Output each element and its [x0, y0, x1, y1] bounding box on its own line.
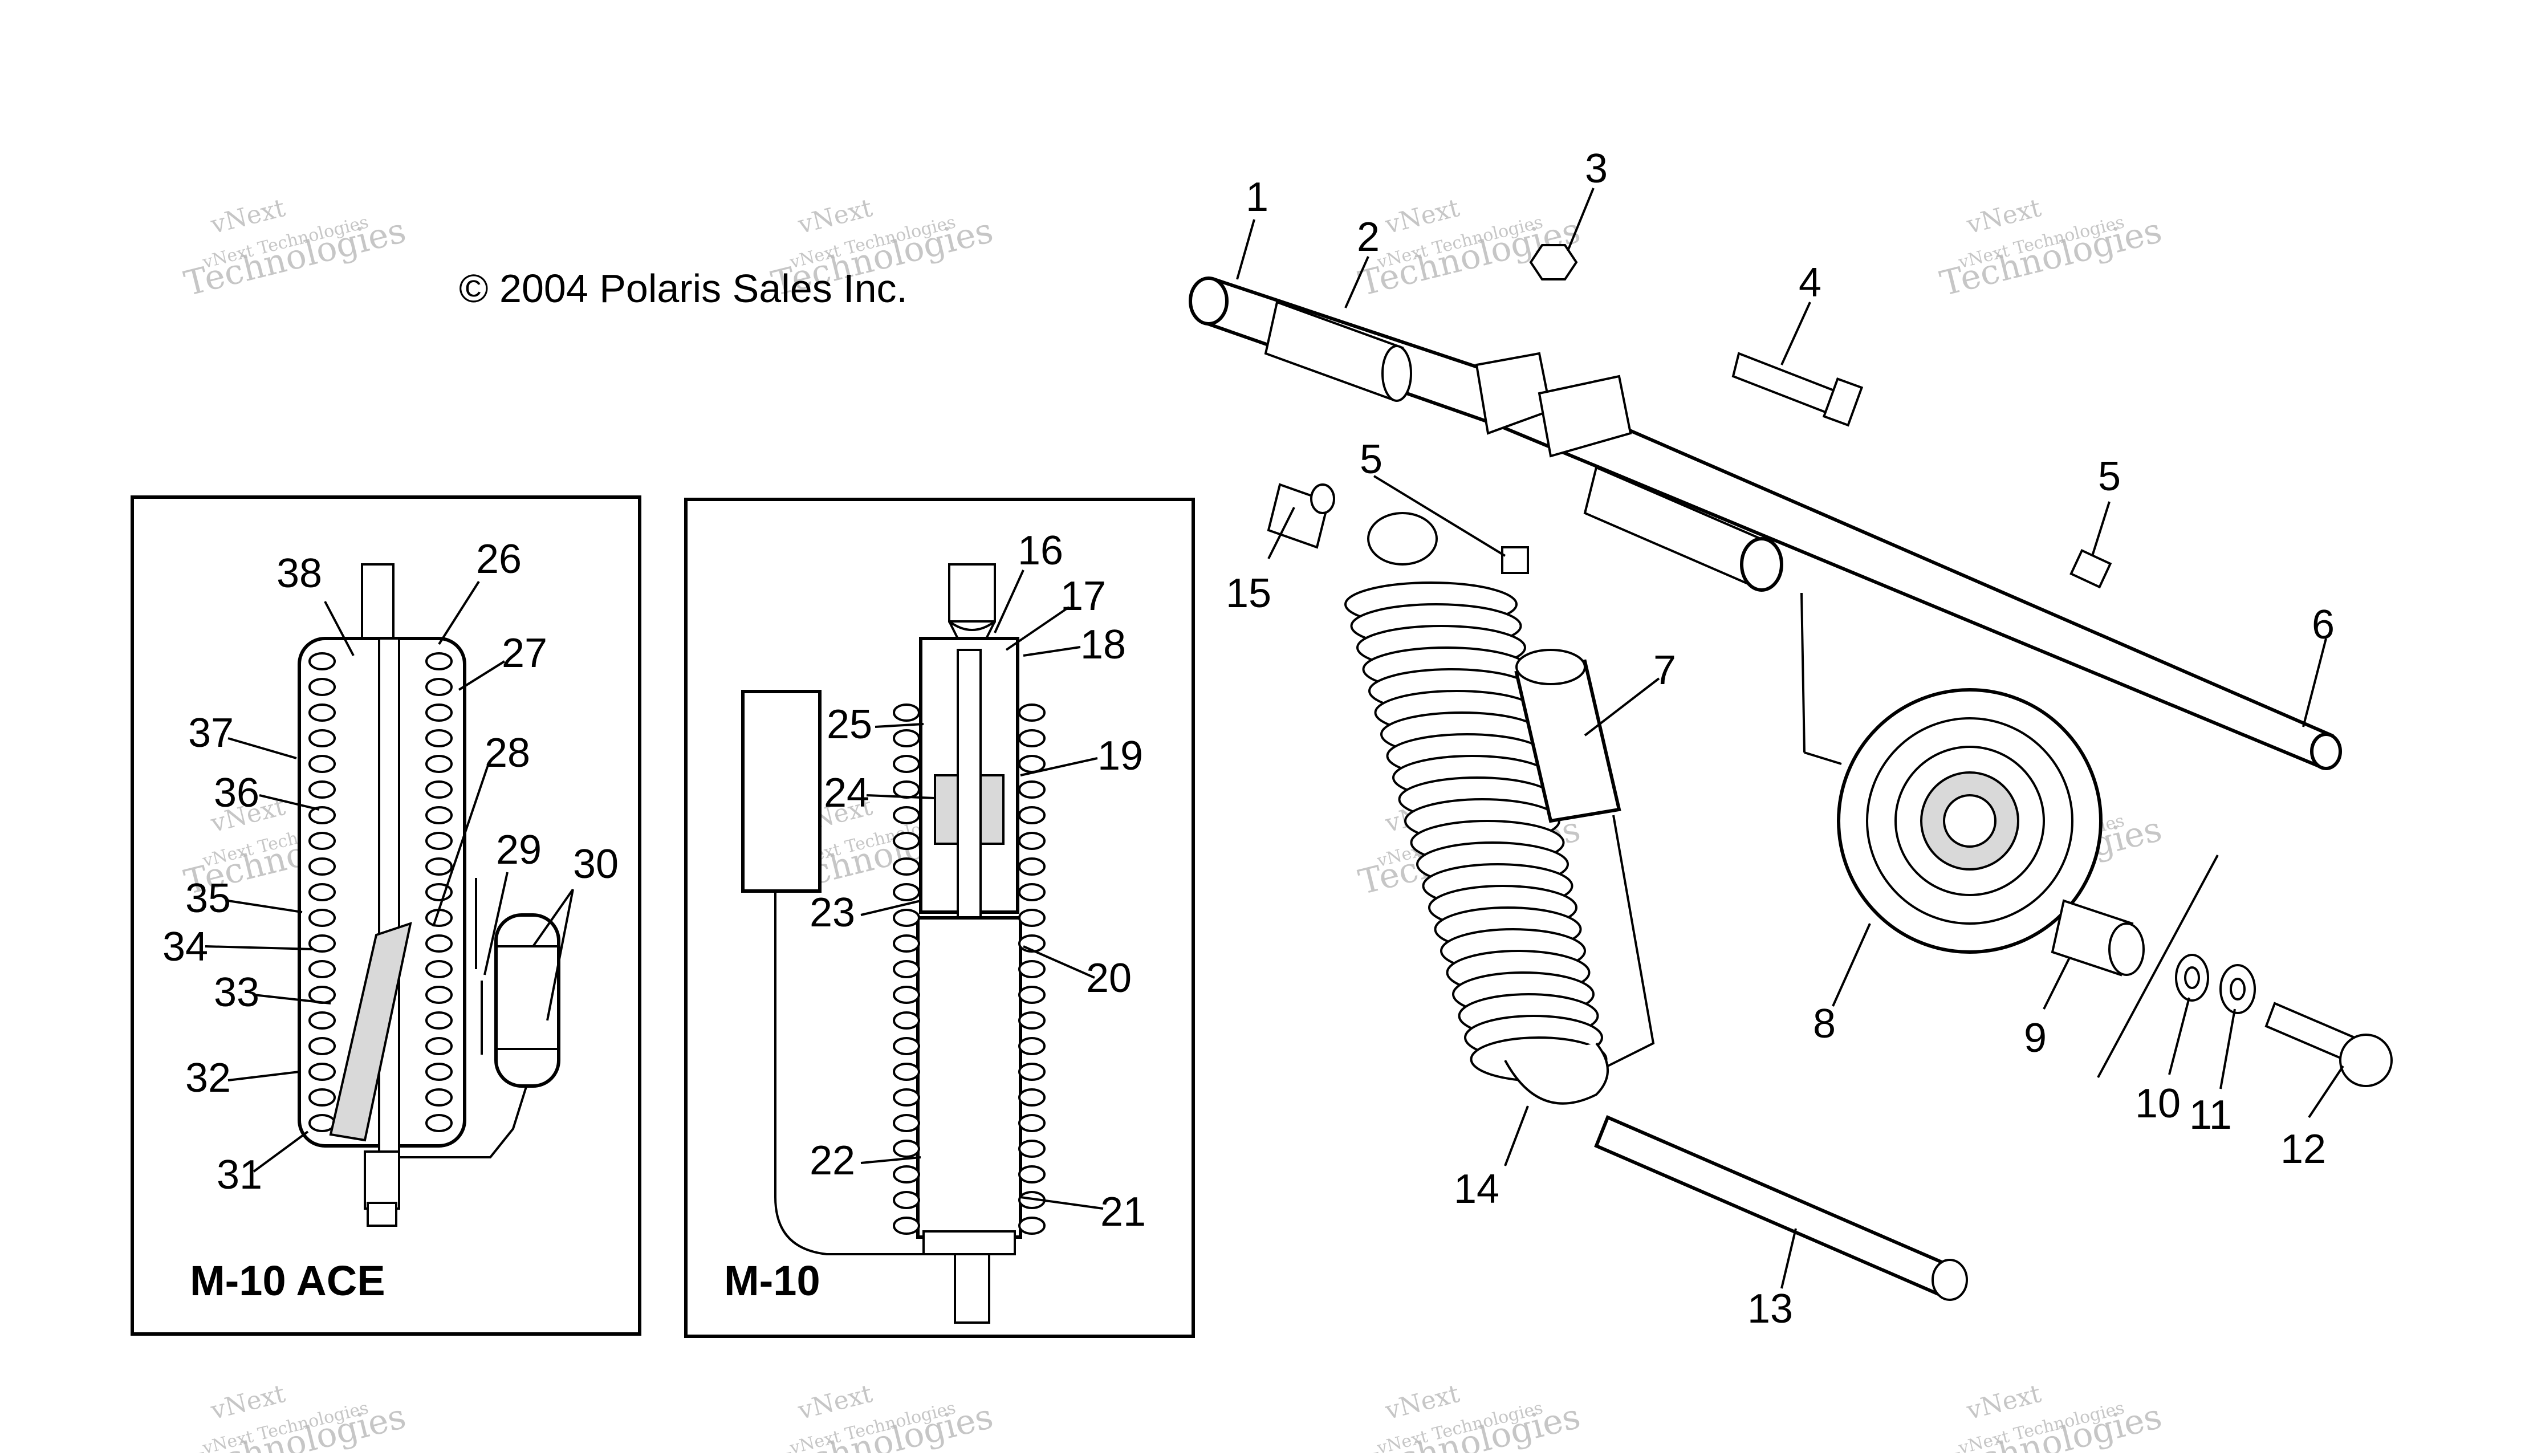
callout-c2: 2: [1357, 214, 1380, 260]
callout-c7: 7: [1653, 648, 1676, 693]
callout-c23: 23: [810, 890, 855, 936]
callout-c4: 4: [1799, 260, 1821, 306]
callout-c26: 26: [476, 536, 522, 582]
callout-c21: 21: [1100, 1189, 1146, 1235]
callout-c32: 32: [185, 1055, 231, 1101]
callout-c15: 15: [1226, 571, 1271, 616]
leader-lines: [205, 188, 2344, 1289]
callout-c3: 3: [1585, 146, 1608, 192]
panel-m10-title: M-10: [724, 1257, 820, 1304]
callout-c29: 29: [496, 827, 542, 873]
main-shock-coils: [1344, 581, 1608, 1082]
callout-c34: 34: [162, 924, 208, 970]
callout-c5b: 5: [2098, 454, 2121, 499]
callout-c20: 20: [1086, 955, 1132, 1001]
panel-m10-ace-frame: [131, 495, 641, 1336]
callout-c8: 8: [1813, 1001, 1836, 1047]
callout-c36: 36: [214, 770, 259, 816]
callout-c10: 10: [2135, 1081, 2181, 1126]
callout-c17: 17: [1060, 574, 1106, 619]
callout-c19: 19: [1097, 733, 1143, 779]
svg-text:vNext: vNext: [795, 1379, 876, 1426]
callout-c37: 37: [188, 710, 234, 756]
panel-m10-ace-title: M-10 ACE: [190, 1257, 385, 1304]
callout-c16: 16: [1018, 528, 1063, 574]
m10-spring-coils: [893, 703, 1046, 1235]
svg-text:vNext: vNext: [1382, 193, 1463, 240]
svg-text:vNext: vNext: [208, 193, 288, 240]
callout-c6: 6: [2312, 602, 2335, 648]
rear-suspension-assembly-drawing: [1189, 244, 2393, 1301]
callout-c30: 30: [573, 841, 619, 887]
callout-c28: 28: [485, 730, 530, 776]
callout-c27: 27: [502, 631, 547, 676]
m10-shock-drawing: [741, 563, 1046, 1324]
callout-c24: 24: [824, 770, 869, 816]
callout-c31: 31: [217, 1152, 262, 1198]
callout-c1: 1: [1246, 174, 1268, 220]
svg-text:vNext: vNext: [1963, 193, 2044, 240]
callout-c5a: 5: [1360, 437, 1383, 482]
svg-text:vNext: vNext: [795, 193, 876, 240]
svg-text:vNext: vNext: [1963, 1379, 2044, 1426]
callout-c12: 12: [2280, 1126, 2326, 1172]
callout-c11: 11: [2189, 1092, 2232, 1138]
panel-m10-frame: [684, 498, 1195, 1338]
callout-c18: 18: [1080, 622, 1126, 668]
callout-c33: 33: [214, 970, 259, 1015]
callout-c13: 13: [1747, 1286, 1793, 1332]
callout-c14: 14: [1454, 1166, 1499, 1212]
svg-text:vNext: vNext: [208, 1379, 288, 1426]
svg-text:vNext: vNext: [1382, 1379, 1463, 1426]
callout-c38: 38: [277, 551, 322, 596]
callout-c35: 35: [185, 876, 231, 921]
callout-c9: 9: [2024, 1015, 2047, 1061]
callout-c25: 25: [827, 702, 872, 747]
ace-spring-coils: [308, 652, 453, 1132]
m10-ace-shock-drawing: [298, 563, 560, 1227]
copyright-notice: © 2004 Polaris Sales Inc.: [459, 266, 908, 311]
callout-c22: 22: [810, 1138, 855, 1183]
